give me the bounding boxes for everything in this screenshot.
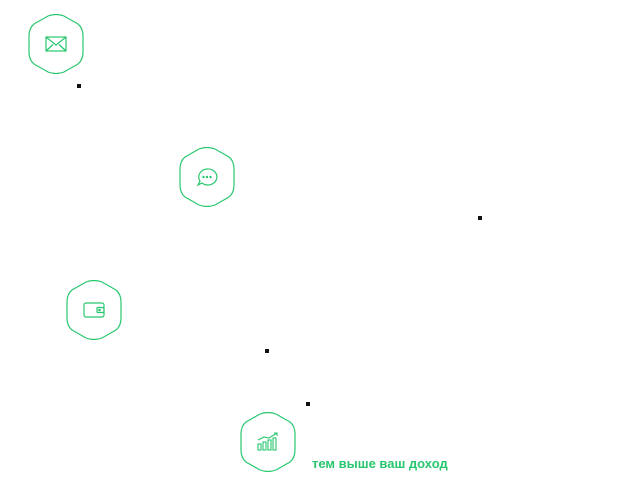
chat-bubble-icon [196, 168, 218, 187]
hexagon-frame [240, 412, 296, 472]
hexagon-frame [66, 280, 122, 340]
step-mail-badge [28, 14, 84, 74]
mail-icon [45, 36, 67, 52]
income-caption: тем выше ваш доход [312, 456, 448, 471]
bullet-marker [478, 216, 482, 220]
step-income-badge [240, 412, 296, 472]
step-chat-badge [179, 147, 235, 207]
bullet-marker [306, 402, 310, 406]
hexagon-frame [179, 147, 235, 207]
hexagon-frame [28, 14, 84, 74]
bullet-marker [265, 349, 269, 353]
step-wallet-badge [66, 280, 122, 340]
bullet-marker [77, 84, 81, 88]
growth-chart-icon [257, 432, 278, 451]
wallet-icon [83, 302, 105, 318]
